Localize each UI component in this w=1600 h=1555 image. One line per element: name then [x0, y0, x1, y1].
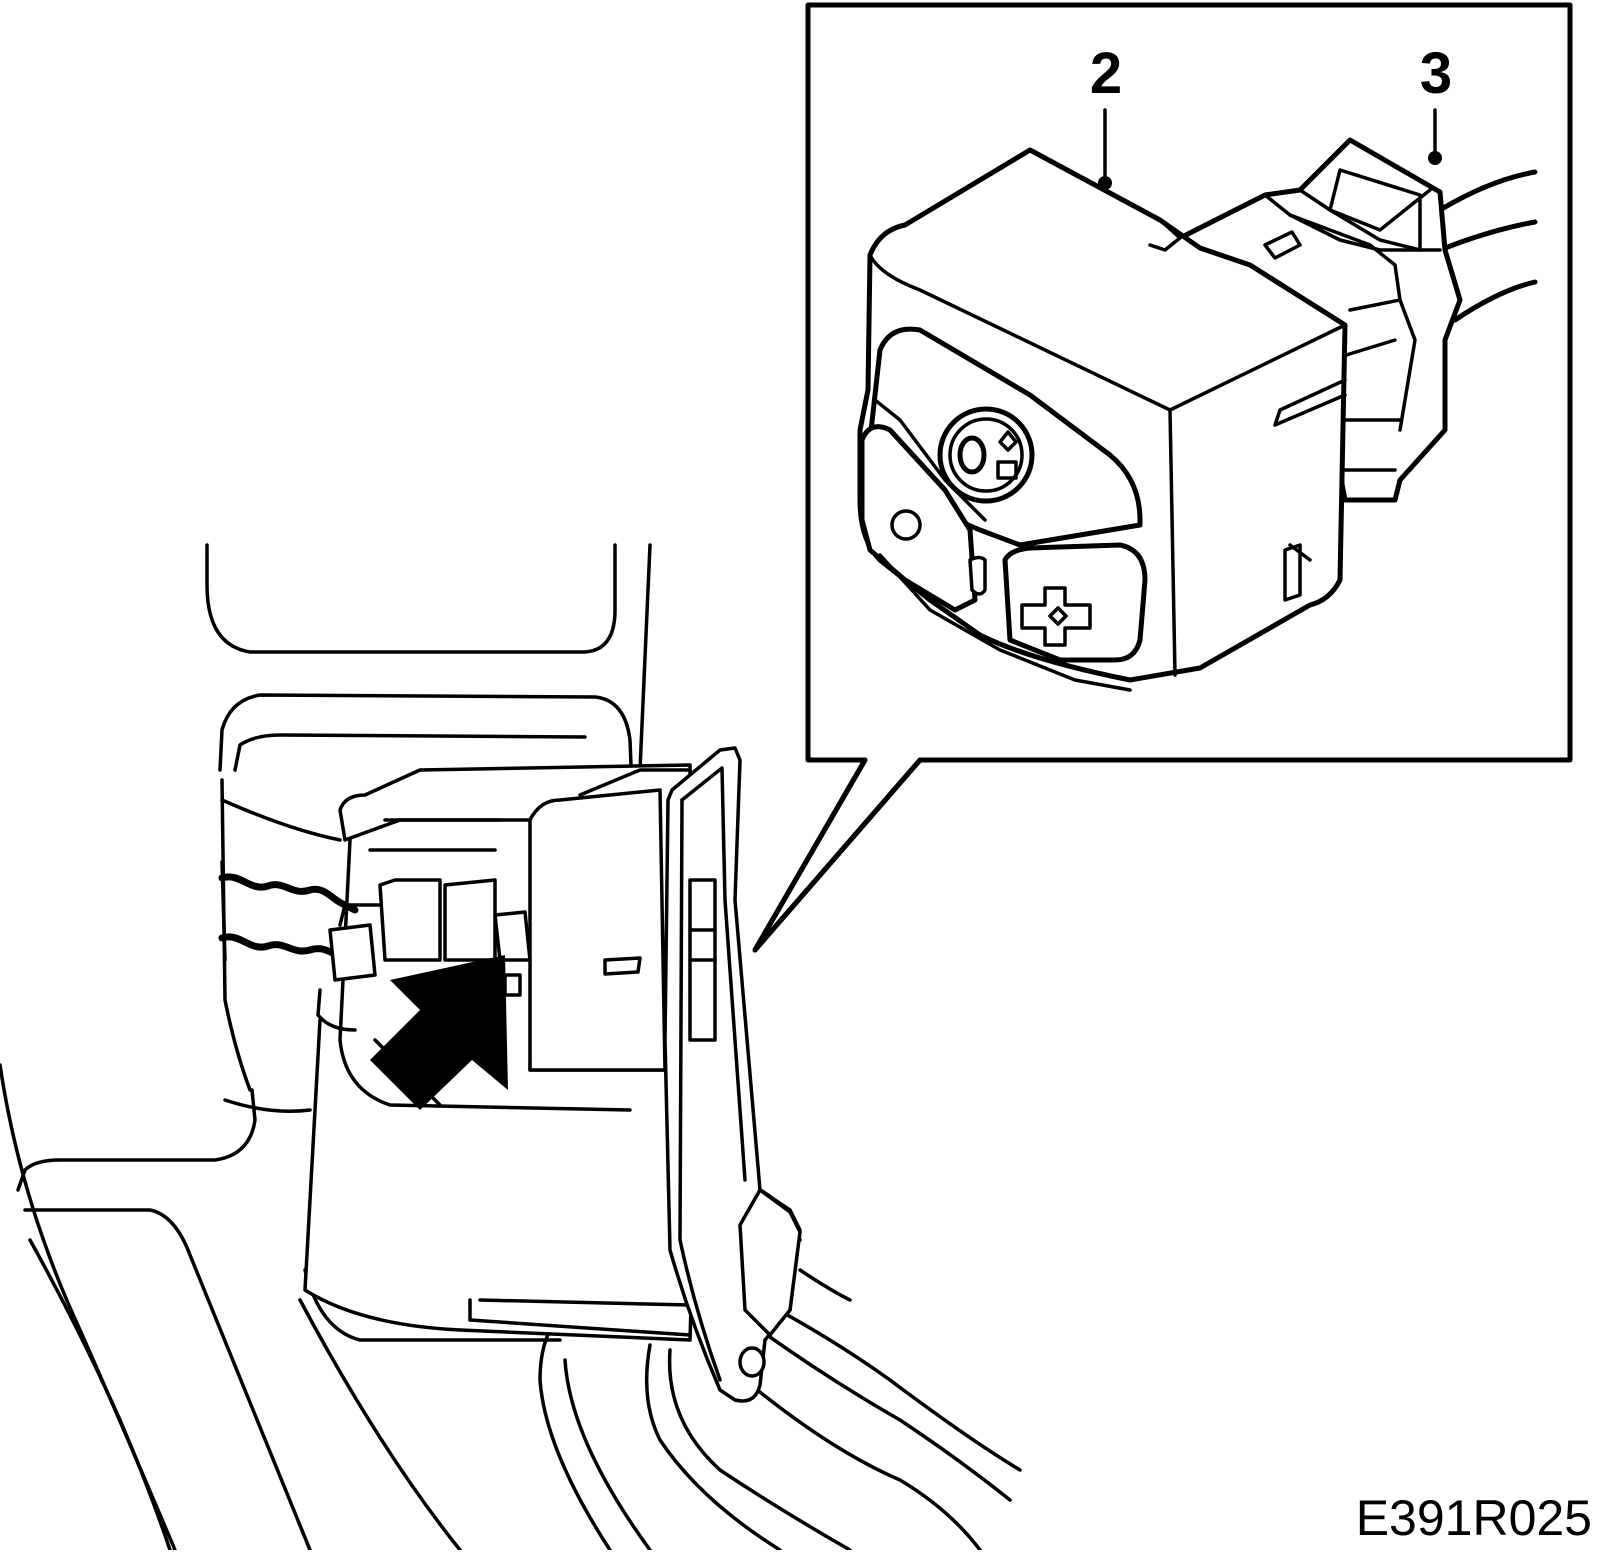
switch-detail [857, 137, 1538, 692]
removal-tool [663, 746, 802, 1403]
callout-2-dot [1098, 176, 1112, 190]
wiring-harness [218, 860, 359, 962]
callout-leaders [1098, 108, 1442, 190]
figure-reference-code: E391R025 [1356, 1490, 1592, 1546]
callout-label-3: 3 [1420, 41, 1452, 106]
callout-3-dot [1428, 151, 1442, 165]
push-direction-arrow [370, 955, 508, 1110]
callout-label-2: 2 [1090, 41, 1122, 106]
